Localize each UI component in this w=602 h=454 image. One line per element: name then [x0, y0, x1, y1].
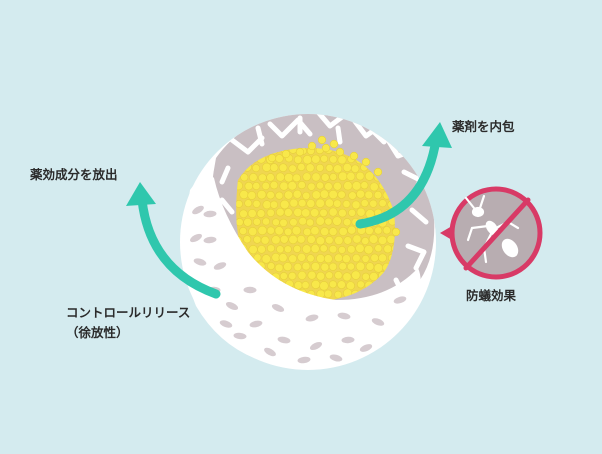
shell-front	[185, 174, 421, 368]
repel-label: 防蟻効果	[466, 288, 517, 303]
contain-label: 薬剤を内包	[452, 119, 515, 134]
curved-arrow-up-left-icon	[126, 182, 221, 299]
ant-icon	[464, 194, 520, 264]
prohibited-sign-icon	[440, 186, 543, 280]
curved-arrow-up-right-icon	[355, 122, 452, 229]
sustained-release-label: （徐放性）	[66, 325, 129, 340]
release-label: 薬効成分を放出	[30, 167, 118, 182]
controlled-release-label: コントロールリリース	[66, 305, 191, 320]
